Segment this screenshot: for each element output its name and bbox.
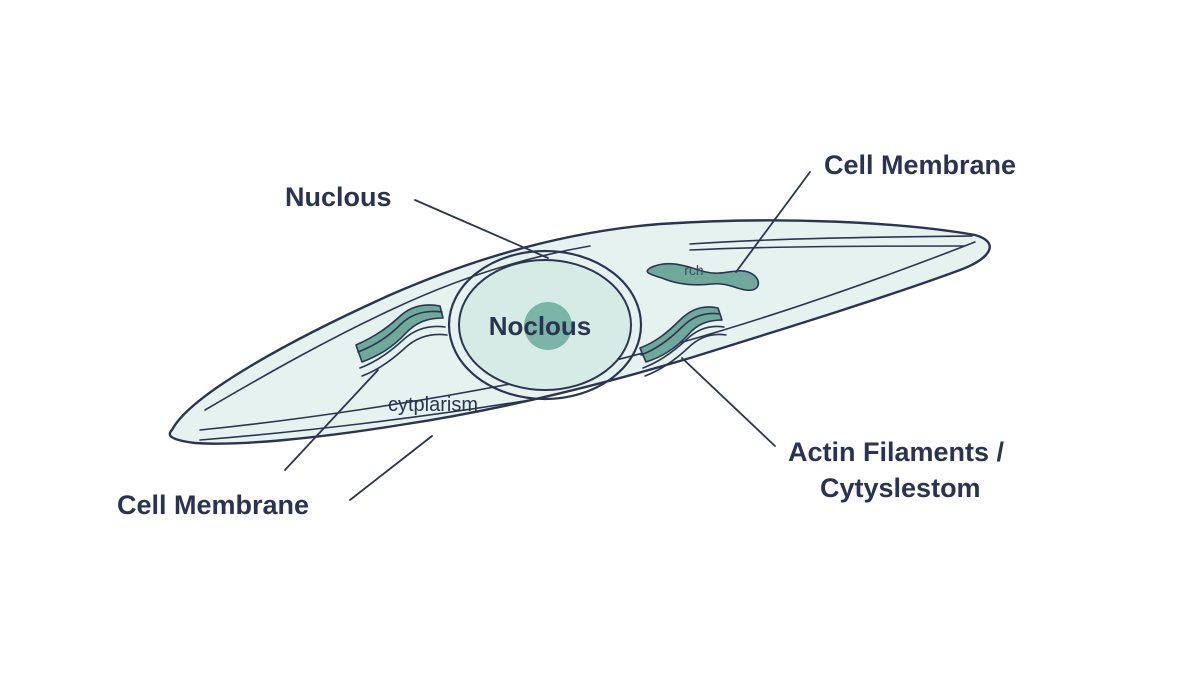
- filament-bundle-right: [639, 306, 727, 377]
- nucleus-outer-membrane: [447, 249, 643, 401]
- actin-label-line2: Cytyslestom: [820, 473, 981, 503]
- nucleus-callout-label: Nuclous: [285, 182, 392, 212]
- filament-top: rch: [646, 262, 760, 292]
- filament-tiny-text: rch: [684, 262, 703, 278]
- inner-membrane-line: [204, 245, 591, 411]
- nucleus-leader-line: [414, 199, 549, 259]
- membrane-bottom-leader-line-1: [284, 369, 379, 471]
- actin-label-line1: Actin Filaments /: [788, 437, 1005, 467]
- filament-bundle-left: [355, 304, 448, 377]
- nucleolus: [524, 302, 572, 350]
- nucleus-inner-label: Noclous: [489, 311, 592, 341]
- inner-membrane-line: [199, 399, 531, 441]
- membrane-top-leader-line: [735, 171, 811, 273]
- inner-membrane-line: [689, 245, 966, 251]
- membrane-bottom-leader-line-2: [349, 435, 433, 501]
- cytoplasm-label: cytplarism: [388, 394, 478, 416]
- actin-leader-line: [681, 357, 776, 447]
- membrane-top-label: Cell Membrane: [824, 150, 1016, 180]
- inner-membrane-line: [689, 235, 973, 245]
- membrane-bottom-label: Cell Membrane: [117, 490, 309, 520]
